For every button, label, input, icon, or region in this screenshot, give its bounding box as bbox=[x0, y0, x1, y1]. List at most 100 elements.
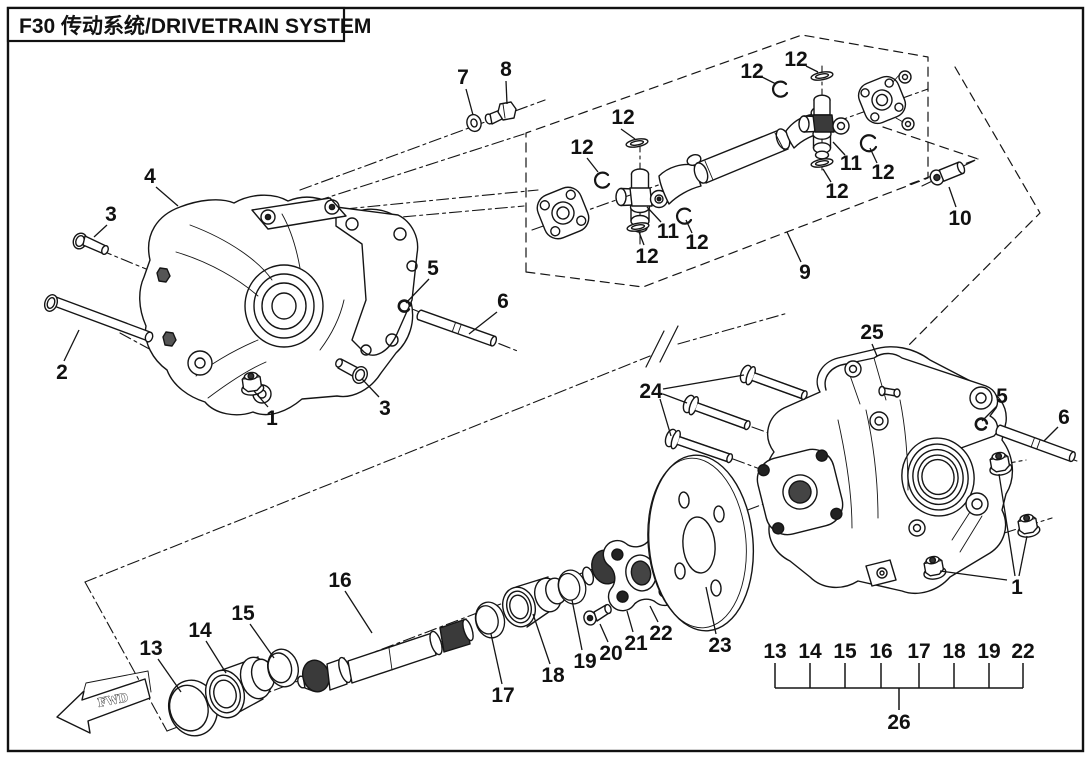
part-number-label: 12 bbox=[740, 60, 763, 83]
part-number-label: 16 bbox=[869, 640, 892, 663]
part-number-label: 8 bbox=[500, 58, 512, 81]
part-number-label: 6 bbox=[497, 290, 509, 313]
output-flange bbox=[756, 448, 844, 536]
front-gearbox bbox=[139, 194, 419, 416]
part-number-label: 20 bbox=[599, 642, 622, 665]
leader-line bbox=[405, 278, 430, 304]
part-number-label: 17 bbox=[907, 640, 930, 663]
leader-line bbox=[344, 590, 373, 634]
part-number-label: 1 bbox=[266, 407, 278, 430]
rear-gearbox bbox=[756, 346, 1013, 595]
page-title: F30 传动系统/DRIVETRAIN SYSTEM bbox=[19, 14, 371, 38]
title-box bbox=[6, 6, 346, 43]
washer-12 bbox=[810, 71, 834, 168]
leader-line bbox=[662, 393, 688, 404]
part-number-label: 16 bbox=[328, 569, 351, 592]
joint-cup-18 bbox=[502, 576, 567, 628]
leader-line bbox=[948, 186, 957, 208]
part-number-label: 18 bbox=[942, 640, 966, 663]
leader-line bbox=[465, 88, 474, 116]
leader-line bbox=[63, 329, 80, 362]
leader-line bbox=[981, 405, 998, 422]
part-number-label: 3 bbox=[105, 203, 117, 226]
part-number-label: 12 bbox=[635, 245, 658, 268]
part-number-label: 12 bbox=[685, 231, 708, 254]
line-break-symbol bbox=[645, 325, 679, 368]
axle-shaft-16 bbox=[297, 618, 474, 693]
bolt-3-upper bbox=[72, 232, 109, 256]
leader-line bbox=[1018, 535, 1028, 577]
part-number-label: 22 bbox=[1011, 640, 1034, 663]
u-joint-cross-front bbox=[615, 168, 669, 233]
leader-line bbox=[822, 168, 832, 183]
rear-gearbox-bracket bbox=[824, 352, 999, 453]
part-number-label: 19 bbox=[977, 640, 1000, 663]
propshaft-assembly bbox=[466, 70, 966, 240]
part-number-label: 25 bbox=[860, 321, 884, 344]
part-number-label: 23 bbox=[708, 634, 731, 657]
leader-line bbox=[871, 343, 878, 357]
part-number-label: 14 bbox=[188, 619, 212, 642]
part-number-label: 7 bbox=[457, 66, 469, 89]
leader-line bbox=[1043, 426, 1059, 442]
leader-line bbox=[998, 473, 1016, 577]
boot-cup-14 bbox=[204, 656, 276, 719]
leader-line bbox=[939, 570, 1008, 581]
leader-line bbox=[532, 613, 551, 665]
part-number-label: 19 bbox=[573, 650, 596, 673]
part-number-label: 10 bbox=[948, 207, 971, 230]
leader-line bbox=[253, 390, 269, 408]
leader-line bbox=[505, 80, 508, 105]
part-number-label: 1 bbox=[1011, 576, 1023, 599]
leader-line bbox=[490, 633, 503, 685]
part-number-label: 6 bbox=[1058, 406, 1070, 429]
fwd-direction-arrow bbox=[56, 670, 152, 734]
leader-line bbox=[205, 640, 227, 674]
leader-line bbox=[832, 141, 846, 156]
leader-line bbox=[620, 128, 636, 140]
leader-line bbox=[662, 374, 745, 390]
leader-line bbox=[659, 398, 672, 437]
leader-line bbox=[638, 231, 645, 246]
leader-line bbox=[155, 186, 179, 207]
bolt-3-lower bbox=[335, 358, 368, 384]
rear-flange-yoke bbox=[857, 70, 915, 131]
part-number-label: 9 bbox=[799, 261, 811, 284]
part-number-label: 3 bbox=[379, 397, 391, 420]
leader-line bbox=[93, 224, 108, 238]
part-number-label: 26 bbox=[887, 711, 910, 734]
part-number-label: 18 bbox=[541, 664, 565, 687]
brake-disc-23 bbox=[647, 454, 755, 632]
bolt-2 bbox=[43, 294, 154, 343]
rear-gearbox-ribs bbox=[837, 399, 909, 529]
part-number-label: 15 bbox=[833, 640, 857, 663]
front-flange-yoke bbox=[536, 186, 590, 240]
part-number-label: 24 bbox=[639, 380, 663, 403]
ring-13 bbox=[168, 679, 218, 737]
part-number-label: 12 bbox=[784, 48, 807, 71]
leader-line bbox=[626, 610, 634, 633]
part-number-label: 5 bbox=[427, 257, 439, 280]
leader-line bbox=[468, 311, 498, 335]
leader-line bbox=[646, 206, 662, 223]
part-number-label: 5 bbox=[996, 385, 1008, 408]
washer-7 bbox=[466, 113, 482, 133]
leader-line bbox=[599, 623, 609, 643]
washer-12 bbox=[625, 138, 650, 232]
leader-line bbox=[705, 586, 717, 635]
part-number-label: 13 bbox=[763, 640, 786, 663]
leader-line bbox=[586, 157, 599, 173]
part-number-label: 11 bbox=[657, 220, 680, 243]
part-number-label: 4 bbox=[144, 165, 156, 188]
bolt-20 bbox=[583, 603, 612, 626]
leader-line bbox=[361, 378, 380, 398]
part-number-label: 21 bbox=[624, 632, 648, 655]
part-number-label: 12 bbox=[570, 136, 593, 159]
leader-line bbox=[869, 147, 878, 164]
leader-line bbox=[786, 231, 802, 263]
part-number-label: 12 bbox=[825, 180, 848, 203]
